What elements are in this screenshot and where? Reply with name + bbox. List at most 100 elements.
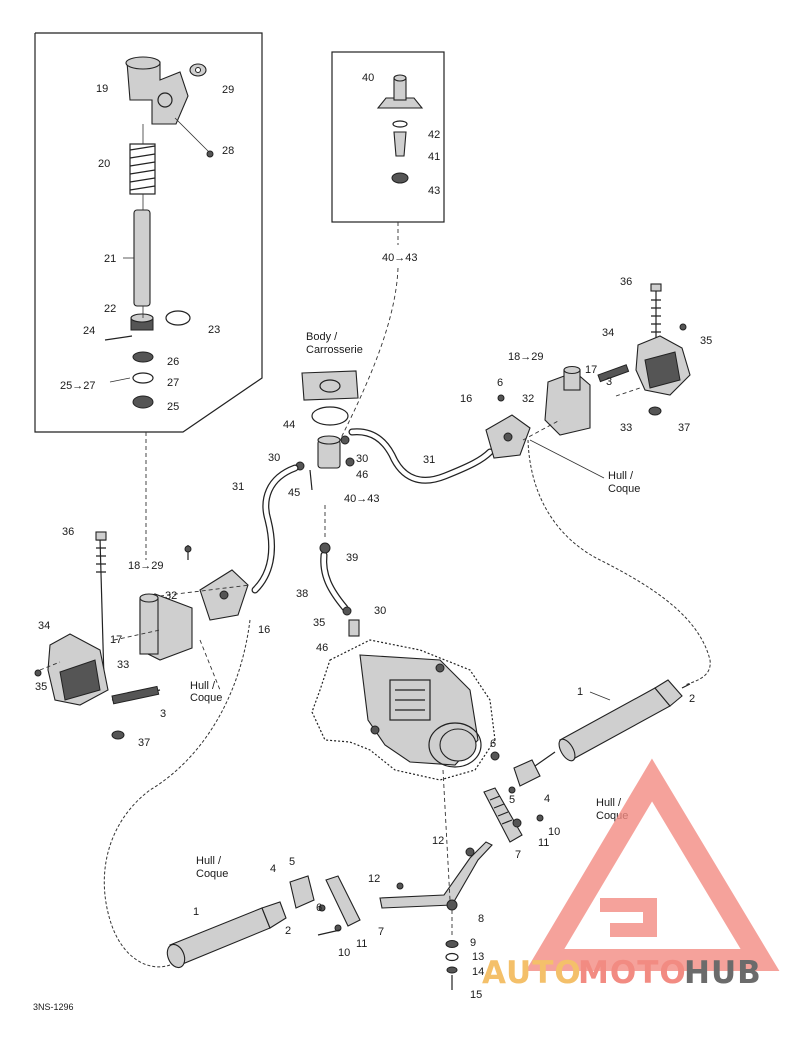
callout-25: 25 <box>167 401 179 413</box>
callout-5-left: 5 <box>289 856 295 868</box>
callout-43: 43 <box>428 185 440 197</box>
callout-35-left: 35 <box>35 681 47 693</box>
hose-31-left <box>251 464 299 594</box>
callout-40-43-top: 40→43 <box>382 252 417 264</box>
hose-38 <box>320 551 349 612</box>
callout-44: 44 <box>283 419 295 431</box>
callout-30-mid: 30 <box>374 605 386 617</box>
right-bracket-assembly <box>485 283 691 459</box>
callout-13: 13 <box>472 951 484 963</box>
callout-30-right: 30 <box>356 453 368 465</box>
hull-label-left-2: Coque <box>190 692 222 704</box>
callout-35-right: 35 <box>700 335 712 347</box>
callout-31-left: 31 <box>232 481 244 493</box>
callout-42: 42 <box>428 129 440 141</box>
callout-46-mid: 46 <box>316 642 328 654</box>
callout-39: 39 <box>346 552 358 564</box>
callout-5-right: 5 <box>509 794 515 806</box>
callout-36-left: 36 <box>62 526 74 538</box>
callout-7-right: 7 <box>515 849 521 861</box>
callout-4-right: 4 <box>544 793 550 805</box>
callout-6-right: 6 <box>497 377 503 389</box>
hull-label-right-2: Coque <box>608 483 640 495</box>
callout-9: 9 <box>470 937 476 949</box>
cable-sheath-right <box>534 679 691 767</box>
callout-28: 28 <box>222 145 234 157</box>
callout-26: 26 <box>167 356 179 368</box>
inset-valve-assembly <box>34 32 263 433</box>
callout-24: 24 <box>83 325 95 337</box>
callout-10-left: 10 <box>338 947 350 959</box>
callout-37-right: 37 <box>678 422 690 434</box>
steering-lever-arm <box>379 769 493 990</box>
automotohub-watermark: AUTO MOTO HUB <box>482 758 780 991</box>
callout-16-left: 16 <box>258 624 270 636</box>
callout-23: 23 <box>208 324 220 336</box>
callout-6-left: 6 <box>316 902 322 914</box>
callout-8: 8 <box>478 913 484 925</box>
callout-2-right: 2 <box>689 693 695 705</box>
callout-25-27: 25→27 <box>60 380 95 392</box>
hull-label-mid-1: Hull / <box>596 797 622 809</box>
callout-14: 14 <box>472 966 484 978</box>
callout-36-right: 36 <box>620 276 632 288</box>
o-ring-44 <box>311 406 349 426</box>
callout-41: 41 <box>428 151 440 163</box>
inset2-connector <box>339 267 399 441</box>
callout-10-right: 10 <box>548 826 560 838</box>
cable-sheath-left <box>166 875 361 969</box>
callout-32-left: 32 <box>165 590 177 602</box>
callout-30-left: 30 <box>268 452 280 464</box>
callout-6-mid: 6 <box>490 738 496 750</box>
callout-16-right: 16 <box>460 393 472 405</box>
body-gasket <box>301 370 359 401</box>
callout-45: 45 <box>288 487 300 499</box>
callout-32-right: 32 <box>522 393 534 405</box>
callout-17-left: 17 <box>110 634 122 646</box>
hull-label-left-1: Hull / <box>190 680 216 692</box>
right-lever-assembly <box>483 751 544 843</box>
callout-18-29-right: 18→29 <box>508 351 543 363</box>
callout-11-left: 11 <box>356 938 367 950</box>
callout-35-mid: 35 <box>313 617 325 629</box>
callout-46-top: 46 <box>356 469 368 481</box>
inset-fitting-assembly <box>331 51 445 223</box>
callout-33-left: 33 <box>117 659 129 671</box>
body-label-line2: Carrosserie <box>306 344 363 356</box>
callout-2-left: 2 <box>285 925 291 937</box>
watermark-hub: HUB <box>684 955 762 991</box>
jet-pump-housing <box>311 639 496 781</box>
callout-31-right: 31 <box>423 454 435 466</box>
callout-20: 20 <box>98 158 110 170</box>
hull-label-right-1: Hull / <box>608 470 634 482</box>
cable-left <box>103 619 251 968</box>
watermark-auto: AUTO <box>482 955 582 991</box>
hose-31-right <box>348 428 494 484</box>
callout-27: 27 <box>167 377 179 389</box>
callout-3-right: 3 <box>606 376 612 388</box>
callout-3-left: 3 <box>160 708 166 720</box>
callout-1-right: 1 <box>577 686 583 698</box>
callout-15: 15 <box>470 989 482 1001</box>
left-bracket-assembly <box>34 531 251 740</box>
callout-40: 40 <box>362 72 374 84</box>
callout-34-right: 34 <box>602 327 614 339</box>
body-label-line1: Body / <box>306 331 338 343</box>
callout-33-right: 33 <box>620 422 632 434</box>
hull-label-bottom-2: Coque <box>196 868 228 880</box>
callout-4-left: 4 <box>270 863 276 875</box>
callout-19: 19 <box>96 83 108 95</box>
callout-7-left: 7 <box>378 926 384 938</box>
callout-29: 29 <box>222 84 234 96</box>
callout-34-left: 34 <box>38 620 50 632</box>
callout-17-right: 17 <box>585 364 597 376</box>
callout-21: 21 <box>104 253 116 265</box>
callout-37-left: 37 <box>138 737 150 749</box>
hull-label-bottom-1: Hull / <box>196 855 222 867</box>
cable-right <box>527 439 711 686</box>
callout-18-29-left: 18→29 <box>128 560 163 572</box>
callout-38: 38 <box>296 588 308 600</box>
callout-22: 22 <box>104 303 116 315</box>
